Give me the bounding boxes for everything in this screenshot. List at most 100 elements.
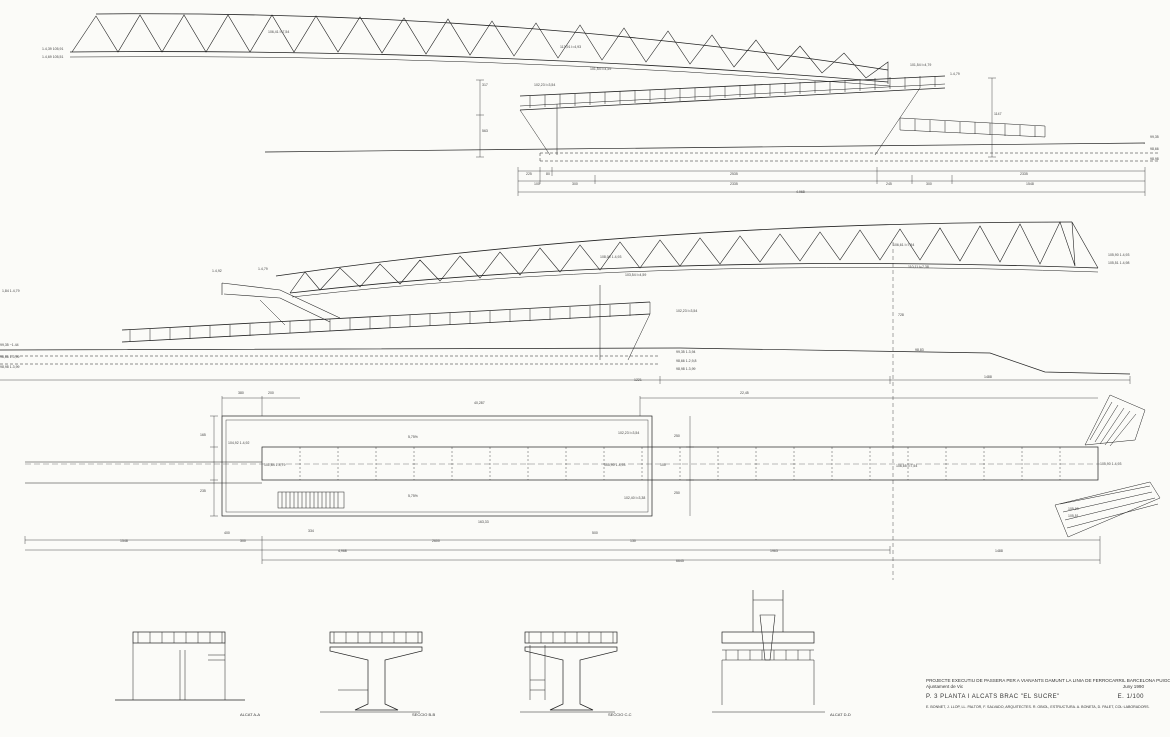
ramp2-support xyxy=(259,285,651,361)
label: 5,75% xyxy=(408,494,418,498)
ramp2-posts xyxy=(129,302,651,342)
label: 102,23 l=3,54 xyxy=(676,309,697,313)
label: 22,45 xyxy=(740,391,749,395)
label: 98,83 xyxy=(915,348,924,352)
label: 104,92 1.4,92 xyxy=(228,441,249,445)
label: 1221 xyxy=(634,378,642,382)
label: 235 xyxy=(200,489,206,493)
section-title-b: SECCIO B-B xyxy=(412,712,435,717)
label: 98,98 1.3,99 xyxy=(676,367,696,371)
label: 102,23 l=3,54 xyxy=(618,431,639,435)
label: 2335 xyxy=(730,182,738,186)
truss2-top-chord xyxy=(275,221,1073,277)
ramp-support-right xyxy=(874,87,921,156)
dimension-lines-1 xyxy=(517,167,1146,196)
label: 105,90 xyxy=(1068,507,1079,511)
ground-slab xyxy=(539,152,1160,162)
top-elevation xyxy=(69,13,1160,196)
section-title-a: ALCAT A-A xyxy=(240,712,260,717)
label: 100 xyxy=(534,182,540,186)
label: 101,54 l=4,59 xyxy=(590,67,611,71)
ramp-deck-low xyxy=(519,87,946,111)
annotation-text: 1.4,39 105,91 1.4,69 105,51 106,41 l=7,5… xyxy=(0,30,1159,717)
label: 1488 xyxy=(984,375,992,379)
sheet-title: P. 3 PLANTA I ALCATS BRAC "EL SUCRE" xyxy=(926,694,1060,700)
label: 113,91 l=4,93 xyxy=(560,45,581,49)
ground2-slab xyxy=(0,355,660,365)
project-title: PROJECTE EXECUTIU DE PASSERA PER A VIANA… xyxy=(926,678,1170,683)
label: 105,51 xyxy=(1068,514,1079,518)
sections xyxy=(115,590,825,713)
label: 106,61 l=7,54 xyxy=(893,243,914,247)
label: 105,90 1.4,93 xyxy=(604,463,625,467)
label: 98,66 1.2,9,8 xyxy=(676,359,696,363)
label: 250 xyxy=(674,434,680,438)
stair-plan xyxy=(277,491,345,509)
ramp-posts xyxy=(529,76,936,108)
section-b xyxy=(320,631,423,713)
plan-dimension-lines xyxy=(24,396,1101,564)
client-date-row: Ajuntament de Vic Juny 1990 xyxy=(926,684,1156,690)
truss-bottom-chord xyxy=(69,51,889,83)
label: 103,54 l=4,59 xyxy=(625,273,646,277)
title-block: PROJECTE EXECUTIU DE PASSERA PER A VIANA… xyxy=(926,678,1170,710)
label: 1488 xyxy=(995,549,1003,553)
label: 4.968 xyxy=(796,190,805,194)
label: 1,84 1.4,79 xyxy=(2,289,20,293)
label: 101,84 1.4,79 xyxy=(264,463,285,467)
truss-web xyxy=(71,14,889,84)
label: 380 xyxy=(238,391,244,395)
label: 317 xyxy=(482,83,488,87)
ground2 xyxy=(0,347,1131,375)
label: 300 xyxy=(572,182,578,186)
label: 728 xyxy=(898,313,904,317)
label: 5,75% xyxy=(408,435,418,439)
date: Juny 1990 xyxy=(1122,684,1144,689)
label: 106,41 l=7,54 xyxy=(268,30,289,34)
label: 200 xyxy=(268,391,274,395)
label: 108,00 1.4,93 xyxy=(600,255,621,259)
section-c xyxy=(520,631,618,713)
section-title-c: SECCIO C-C xyxy=(608,712,632,717)
scale: E. 1/100 xyxy=(1117,694,1144,700)
label: 102,40 l=3,38 xyxy=(624,496,645,500)
label: 98,66 1.3,99 xyxy=(0,355,20,359)
label: 99,35 1.3,94 xyxy=(676,350,696,354)
label: 80 xyxy=(546,172,550,176)
truss-top-chord xyxy=(95,13,889,71)
label: 99,35 ~1.44 xyxy=(0,343,19,347)
right-stair-plan xyxy=(1054,394,1161,538)
label: 245 xyxy=(886,182,892,186)
label: 250 xyxy=(674,491,680,495)
ground-line xyxy=(264,142,1146,153)
plan-view xyxy=(24,394,1161,564)
client: Ajuntament de Vic xyxy=(926,684,964,689)
label: 1.4,39 105,91 xyxy=(42,47,63,51)
ramp2-deck xyxy=(121,301,651,343)
label: 105,51 1.4,98 xyxy=(1108,261,1129,265)
label: 1.4,79 xyxy=(950,72,960,76)
label: 106,65 l=7,54 xyxy=(896,464,917,468)
label: 1548 xyxy=(120,539,128,543)
platform-inner xyxy=(225,419,649,513)
label: 110,11 l=7,38 xyxy=(908,265,929,269)
label: 98,66 xyxy=(1150,147,1159,151)
label: 1.4,79 xyxy=(258,267,268,271)
label: 105,90 1.4,93 xyxy=(1108,253,1129,257)
truss2-bottom-inner xyxy=(291,267,1099,298)
label: 2600 xyxy=(432,539,440,543)
label: 163,33 xyxy=(478,520,489,524)
authors: E. BONNET, J. LLOP, LL. PALTOR, F. SALVA… xyxy=(926,705,1150,709)
sheet-row: P. 3 PLANTA I ALCATS BRAC "EL SUCRE" E. … xyxy=(926,690,1156,700)
section-d xyxy=(712,590,825,713)
side-ramp xyxy=(899,117,1046,138)
label: 99,35 xyxy=(1150,135,1159,139)
truss2-bottom-chord xyxy=(289,263,1099,294)
label: 1.4,69 105,51 xyxy=(42,55,63,59)
label: 300 xyxy=(240,539,246,543)
label: 105,90 1.4,93 xyxy=(1100,462,1121,466)
label: 225 xyxy=(526,172,532,176)
middle-elevation xyxy=(0,221,1131,580)
label: 40,287 xyxy=(474,401,485,405)
label: 98,98 xyxy=(1150,157,1159,161)
